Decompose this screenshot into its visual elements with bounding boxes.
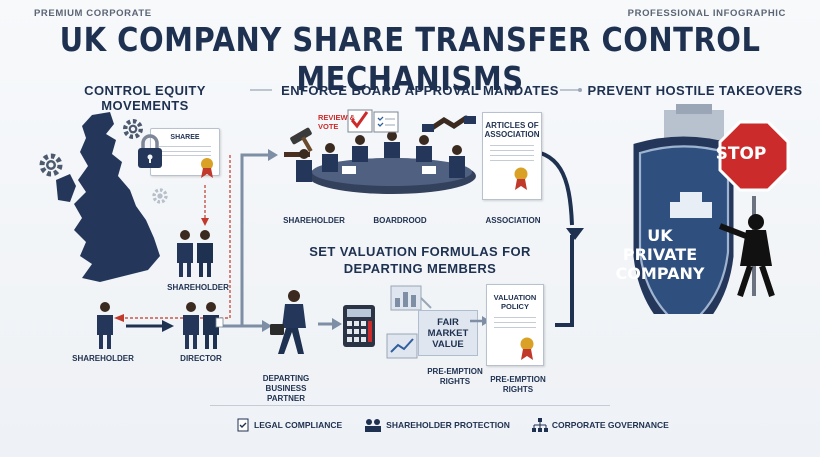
- shield-label: UK PRIVATE COMPANY: [615, 226, 705, 283]
- document-check-icon: [237, 418, 249, 432]
- gear-icon-faded: [152, 188, 168, 204]
- director-pair-icon: [183, 302, 224, 349]
- valuation-charts-icon: [386, 285, 432, 359]
- caption-shareholder-top: SHAREHOLDER: [167, 283, 229, 292]
- gear-icon: [39, 153, 63, 177]
- gold-seal-icon: [514, 167, 528, 190]
- professional-infographic-tag: PROFESSIONAL INFOGRAPHIC: [627, 8, 786, 19]
- uk-map-icon: [56, 112, 160, 282]
- review-vote-sign: REVIEW & VOTE: [318, 113, 356, 131]
- policy-seal-icon: [520, 337, 534, 360]
- articles-doc-title: ARTICLES OF ASSOCIATION: [484, 121, 540, 139]
- org-chart-icon: [531, 418, 548, 432]
- heading-valuation-line1: SET VALUATION FORMULAS FOR: [309, 244, 531, 259]
- footer-divider: [210, 405, 610, 406]
- boardroom-illustration: [284, 109, 476, 194]
- caption-pre-emption-2: PRE-EMPTION RIGHTS: [490, 375, 546, 394]
- people-icon: [365, 419, 382, 432]
- valuation-policy-title: VALUATION POLICY: [493, 293, 537, 311]
- fair-market-value-label: FAIR MARKET VALUE: [427, 316, 469, 350]
- padlock-icon: [138, 134, 162, 168]
- shield-illustration: [633, 104, 790, 314]
- caption-pre-emption-1: PRE-EMPTION RIGHTS: [427, 367, 483, 386]
- footer: LEGAL COMPLIANCE SHAREHOLDER PROTECTION …: [236, 418, 669, 432]
- arrow-right-icon-2: [318, 318, 342, 330]
- premium-corporate-tag: PREMIUM CORPORATE: [34, 8, 152, 19]
- footer-legal-compliance: LEGAL COMPLIANCE: [236, 418, 342, 432]
- valuation-policy-document: VALUATION POLICY: [486, 284, 544, 366]
- gear-icon-small: [123, 119, 143, 139]
- fair-market-value-box: FAIR MARKET VALUE: [418, 310, 478, 356]
- shareholder-icon: [97, 302, 113, 349]
- caption-association: ASSOCIATION: [485, 216, 541, 225]
- heading-board-approval: ENFORCE BOARD APPROVAL MANDATES: [281, 83, 559, 98]
- page-title: UK COMPANY SHARE TRANSFER CONTROL MECHAN…: [59, 19, 761, 99]
- departing-partner-icon: [270, 290, 306, 354]
- footer-legal-label: LEGAL COMPLIANCE: [254, 420, 343, 430]
- certificate-label: SHAREE: [170, 134, 200, 141]
- calculator-icon: [343, 305, 375, 347]
- footer-corporate-governance: CORPORATE GOVERNANCE: [531, 418, 669, 432]
- heading-control-equity: CONTROL EQUITY MOVEMENTS: [84, 83, 206, 113]
- footer-governance-label: CORPORATE GOVERNANCE: [551, 420, 669, 430]
- heading-hostile-takeovers: PREVENT HOSTILE TAKEOVERS: [587, 83, 803, 98]
- seal-icon: [201, 158, 213, 178]
- footer-shareholder-protection: SHAREHOLDER PROTECTION: [364, 418, 510, 432]
- caption-shareholder-bottom: SHAREHOLDER: [72, 354, 134, 363]
- caption-departing-partner: DEPARTING BUSINESS PARTNER: [262, 374, 310, 403]
- shareholder-pair-icon: [177, 230, 213, 277]
- stop-sign-label: STOP: [715, 144, 767, 164]
- footer-protection-label: SHAREHOLDER PROTECTION: [386, 420, 510, 430]
- heading-valuation-line2: DEPARTING MEMBERS: [343, 261, 497, 276]
- arrow-right-icon: [126, 320, 174, 332]
- caption-board-shareholder: SHAREHOLDER: [283, 216, 345, 225]
- articles-document: ARTICLES OF ASSOCIATION: [482, 112, 542, 200]
- caption-director: DIRECTOR: [180, 354, 222, 363]
- caption-boardroom: BOARDROOD: [373, 216, 427, 225]
